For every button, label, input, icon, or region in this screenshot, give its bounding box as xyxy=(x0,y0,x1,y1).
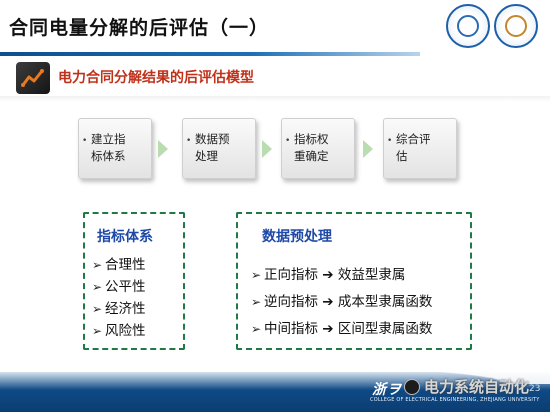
flow-arrow-icon xyxy=(363,140,373,158)
chevron-right-icon: ➢ xyxy=(251,268,262,282)
bullet-icon: • xyxy=(82,136,88,146)
step-line: 数据预 xyxy=(195,132,230,146)
section-subtitle: 电力合同分解结果的后评估模型 xyxy=(58,70,254,86)
list-item: ➢经济性 xyxy=(92,301,146,317)
flow-arrow-icon xyxy=(158,140,168,158)
chevron-right-icon: ➢ xyxy=(92,280,103,294)
step-line: 指标权 xyxy=(294,132,329,146)
step-line: 建立指 xyxy=(91,132,126,146)
data-preprocess-box xyxy=(236,212,472,350)
list-item: ➢风险性 xyxy=(92,323,146,339)
bullet-icon: • xyxy=(186,136,192,146)
process-step-evaluation: • 综合评 估 xyxy=(383,118,457,179)
flow-arrow-icon xyxy=(262,140,272,158)
step-line: 处理 xyxy=(195,149,218,163)
university-script-logo-icon: 浙ヲ xyxy=(372,382,402,398)
list-item: ➢逆向指标 ➔ 成本型隶属函数 xyxy=(251,294,433,310)
slide-title: 合同电量分解的后评估（一） xyxy=(9,17,270,39)
chevron-right-icon: ➢ xyxy=(251,295,262,309)
process-step-build-index: • 建立指 标体系 xyxy=(78,118,152,179)
step-line: 重确定 xyxy=(294,149,329,163)
data-preprocess-title: 数据预处理 xyxy=(262,229,332,245)
arrow-right-icon: ➔ xyxy=(322,267,334,283)
college-english-name: COLLEGE OF ELECTRICAL ENGINEERING, ZHEJI… xyxy=(370,397,540,403)
arrow-right-icon: ➔ xyxy=(322,321,334,337)
index-system-title: 指标体系 xyxy=(97,229,153,245)
index-system-box xyxy=(83,212,185,350)
university-logo-icon xyxy=(446,4,490,48)
chevron-right-icon: ➢ xyxy=(251,322,262,336)
watermark-text: 电力系统自动化 xyxy=(424,378,530,396)
subtitle-band xyxy=(0,96,550,102)
footer-swoosh xyxy=(0,362,550,384)
arrow-right-icon: ➔ xyxy=(322,294,334,310)
chevron-right-icon: ➢ xyxy=(92,302,103,316)
process-step-preprocess: • 数据预 处理 xyxy=(182,118,256,179)
list-item: ➢正向指标 ➔ 效益型隶属 xyxy=(251,267,406,283)
list-item: ➢公平性 xyxy=(92,279,146,295)
header-divider xyxy=(0,52,420,56)
step-line: 标体系 xyxy=(91,149,126,163)
list-item: ➢中间指标 ➔ 区间型隶属函数 xyxy=(251,321,433,337)
list-item: ➢合理性 xyxy=(92,257,146,273)
step-line: 综合评 xyxy=(396,132,431,146)
chevron-right-icon: ➢ xyxy=(92,324,103,338)
bullet-icon: • xyxy=(387,136,393,146)
wechat-badge-icon xyxy=(404,379,420,395)
trend-chart-icon xyxy=(16,62,50,94)
step-line: 估 xyxy=(396,149,408,163)
process-step-weighting: • 指标权 重确定 xyxy=(281,118,355,179)
college-logo-icon xyxy=(494,4,538,48)
page-number: 23 xyxy=(529,384,541,394)
bullet-icon: • xyxy=(285,136,291,146)
chevron-right-icon: ➢ xyxy=(92,258,103,272)
